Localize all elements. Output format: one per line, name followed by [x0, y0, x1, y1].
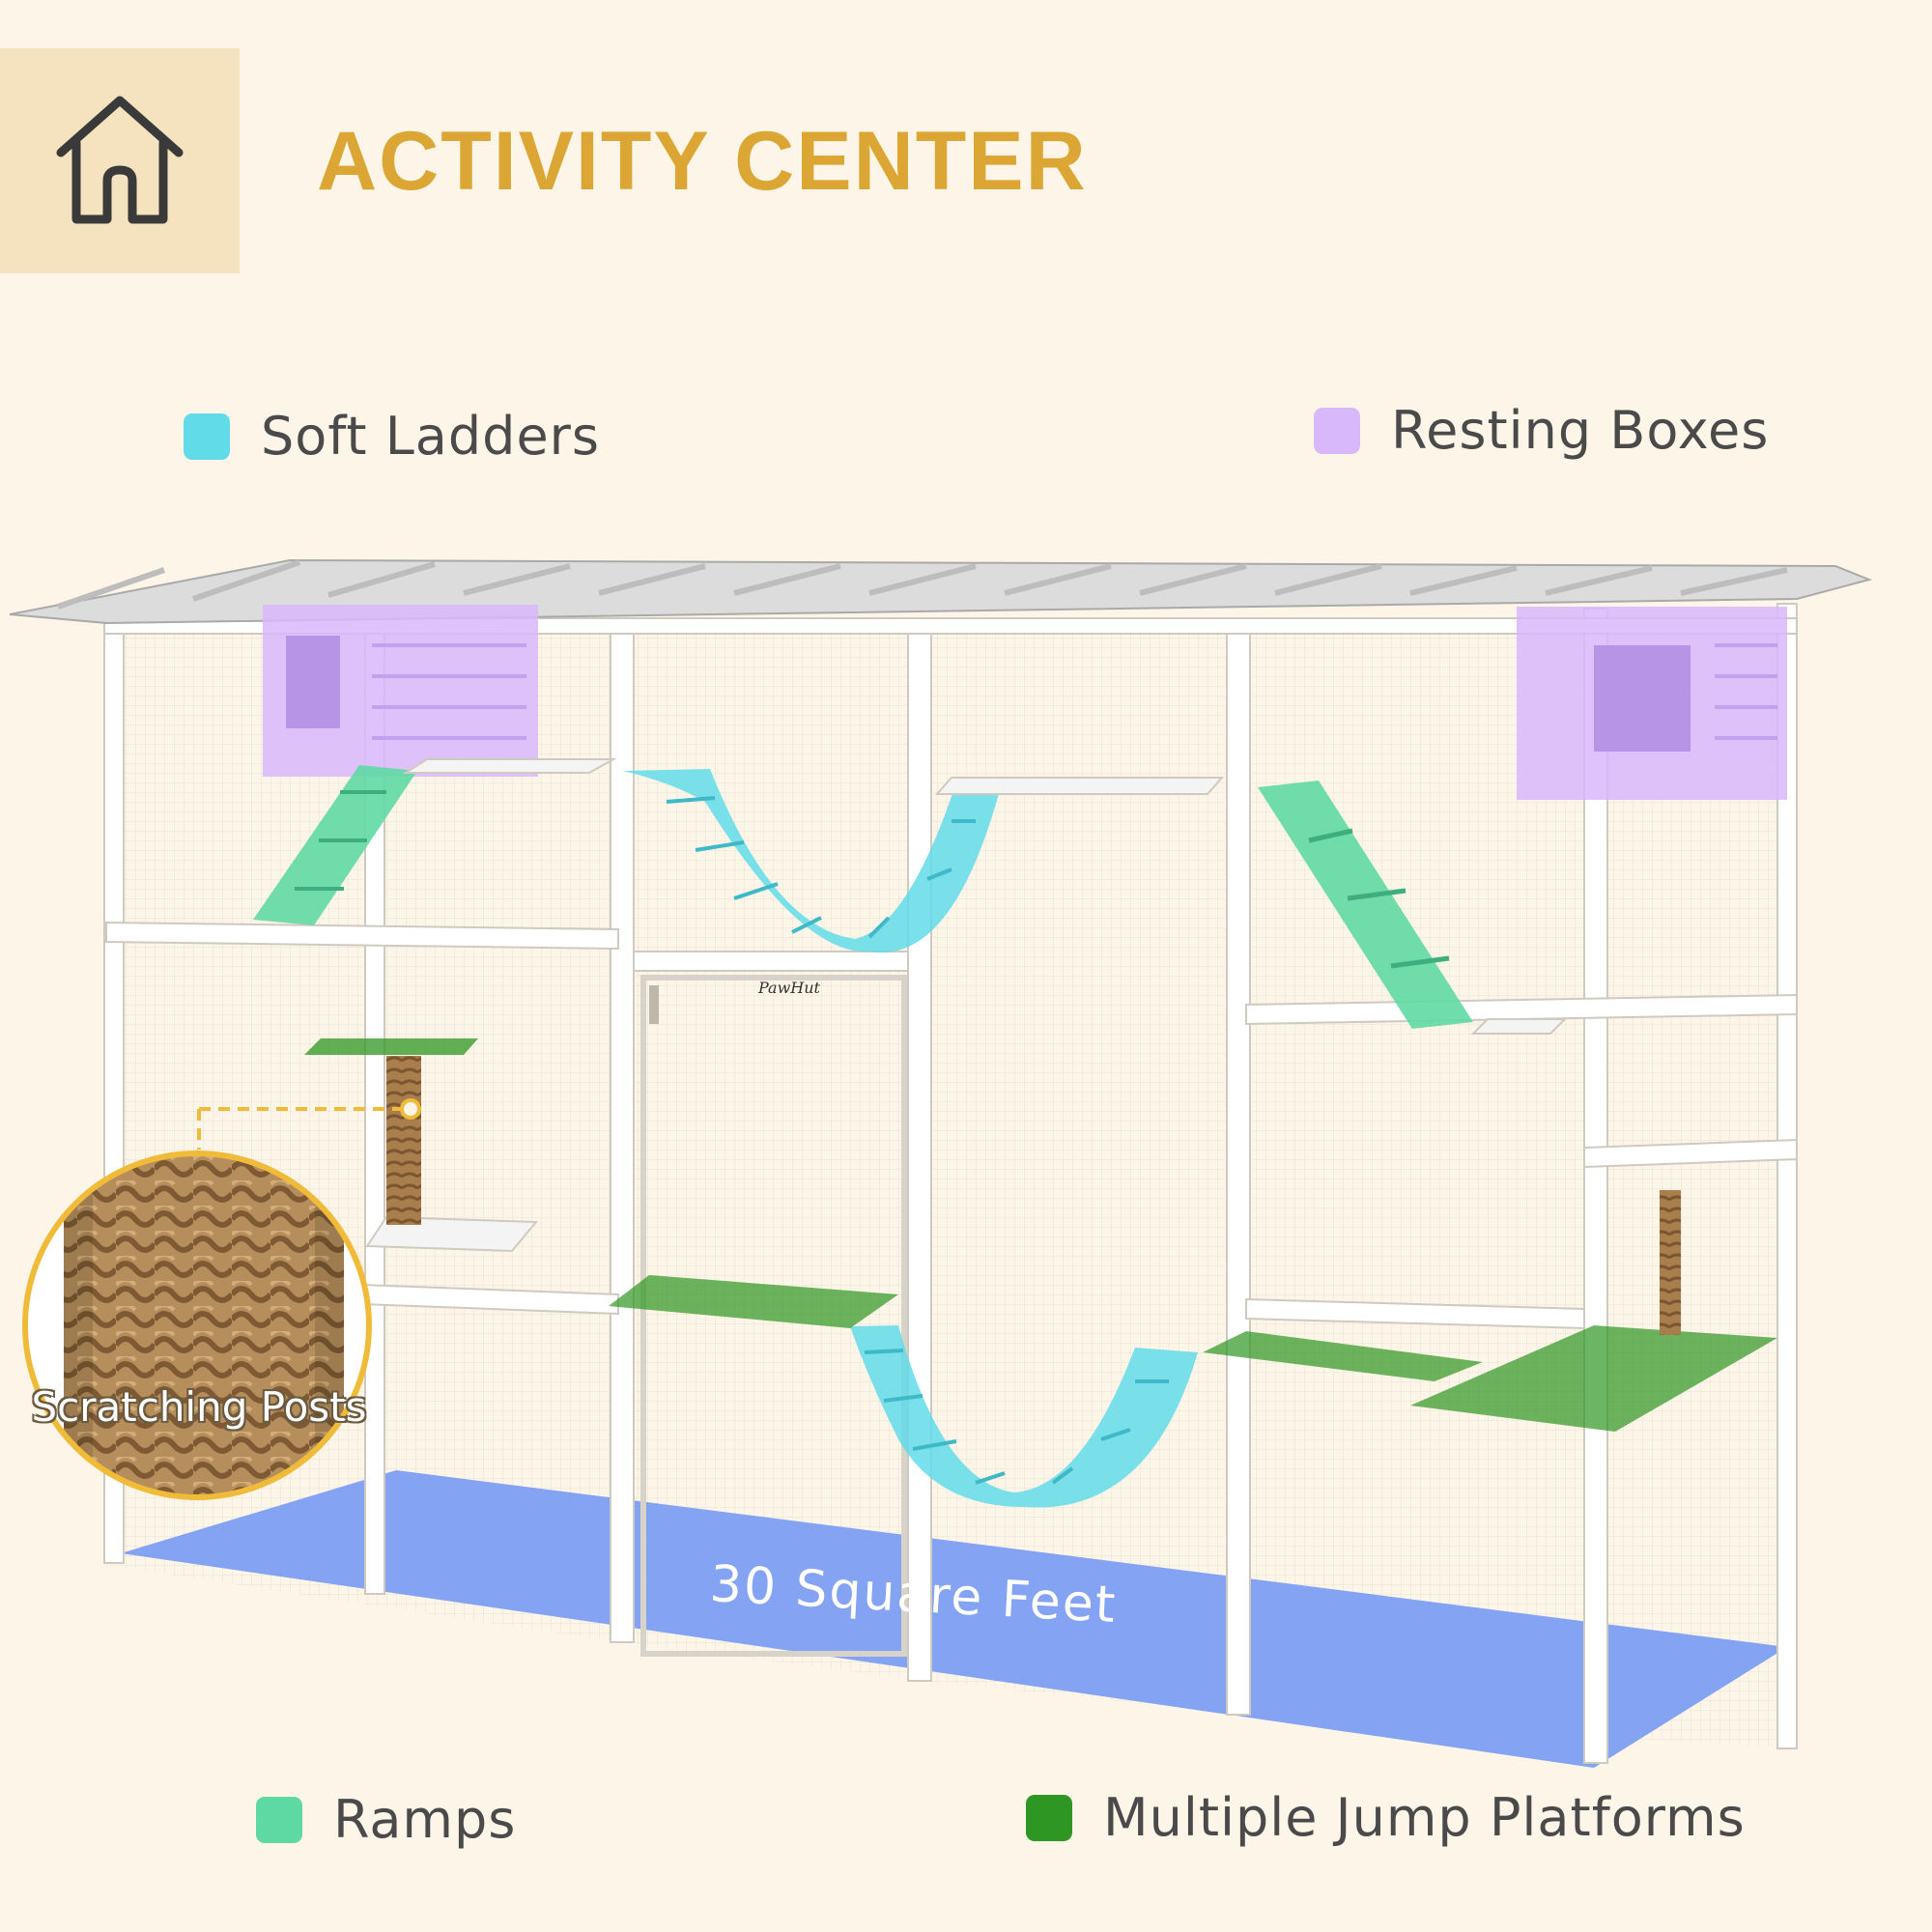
ramp [1258, 781, 1473, 1029]
ramp [253, 765, 417, 925]
scratching-posts-label: Scratching Posts [31, 1383, 367, 1431]
home-icon-tile [0, 48, 240, 273]
jump-platform [304, 1038, 478, 1055]
soft-ladder [623, 769, 1000, 953]
scratching-post [1660, 1190, 1681, 1335]
legend-soft-ladders: Soft Ladders [184, 406, 600, 467]
brand-label: PawHut [757, 979, 821, 997]
resting-boxes-swatch [1314, 407, 1360, 454]
door: PawHut [640, 975, 907, 1657]
resting-box [1517, 607, 1787, 800]
legend-ramps: Ramps [256, 1789, 516, 1850]
scratching-post [386, 1056, 421, 1225]
soft-ladders-label: Soft Ladders [261, 406, 601, 467]
soft-ladder [850, 1325, 1198, 1508]
cage-frame [103, 603, 1798, 1764]
jump-platform [609, 1275, 898, 1328]
resting-box [263, 605, 538, 777]
resting-boxes-label: Resting Boxes [1391, 400, 1770, 461]
ramps-label: Ramps [333, 1789, 517, 1850]
ramps-swatch [256, 1796, 302, 1843]
soft-ladders-swatch [184, 412, 230, 460]
home-icon [56, 96, 184, 223]
shelves [365, 758, 1568, 1253]
jump-platforms-label: Multiple Jump Platforms [1103, 1787, 1746, 1848]
jump-platform [1203, 1331, 1483, 1381]
jump-platforms-swatch [1026, 1794, 1072, 1841]
legend-resting-boxes: Resting Boxes [1314, 400, 1769, 461]
floor-area [121, 1470, 1787, 1768]
legend-jump-platforms: Multiple Jump Platforms [1026, 1787, 1746, 1848]
scratching-post-callout [22, 1098, 421, 1500]
jump-platform [1410, 1325, 1777, 1432]
page-title: ACTIVITY CENTER [317, 115, 1088, 208]
